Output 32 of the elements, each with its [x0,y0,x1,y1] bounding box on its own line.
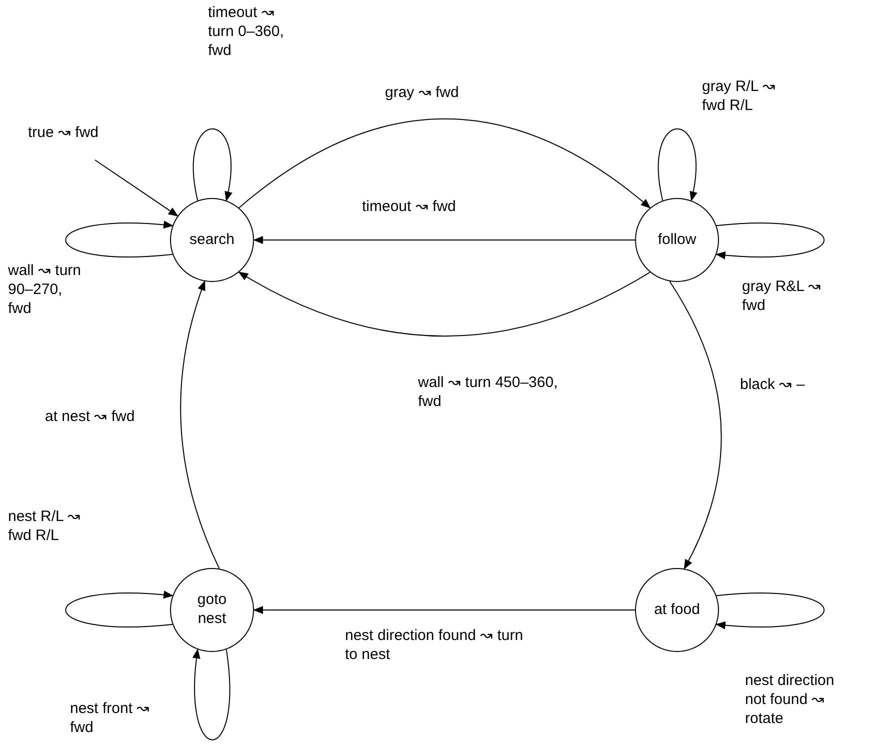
state-name: search [189,230,235,250]
arrow [658,128,697,202]
state-name: follow [658,230,696,250]
edge-label: at nest ↝ fwd [45,408,135,427]
edge-label: nest direction not found ↝ rotate [745,672,836,728]
arrow [65,220,174,258]
state-name: goto nest [196,591,228,629]
arrow [253,236,636,244]
edge-label: gray ↝ fwd [385,84,459,103]
edge-label: nest direction found ↝ turn to nest [345,627,524,664]
edge-label: timeout ↝ fwd [362,198,456,217]
edge-label: nest R/L ↝ fwd R/L [8,508,82,546]
edge-label: gray R/L ↝ fwd R/L [702,78,776,116]
arrow [193,128,232,202]
arrow [192,648,230,740]
arrow [180,280,220,570]
arrow [715,222,825,260]
edge-label: gray R&L ↝ fwd [742,278,822,316]
edge-label: black ↝ – [740,376,805,395]
edge-label: wall ↝ turn 90–270, fwd [8,262,82,318]
arrow [253,606,636,614]
arrow [669,280,722,570]
arrow [65,590,174,628]
edge-label: wall ↝ turn 450–360, fwd [418,374,559,412]
edge-label: true ↝ fwd [28,124,99,143]
edge-label: timeout ↝ turn 0–360, fwd [208,4,285,60]
state-name: at food [654,600,700,620]
arrow [238,118,651,208]
arrow [238,272,650,337]
arrow [94,160,178,216]
edge-label: nest front ↝ fwd [70,700,151,738]
arrow [715,592,825,630]
